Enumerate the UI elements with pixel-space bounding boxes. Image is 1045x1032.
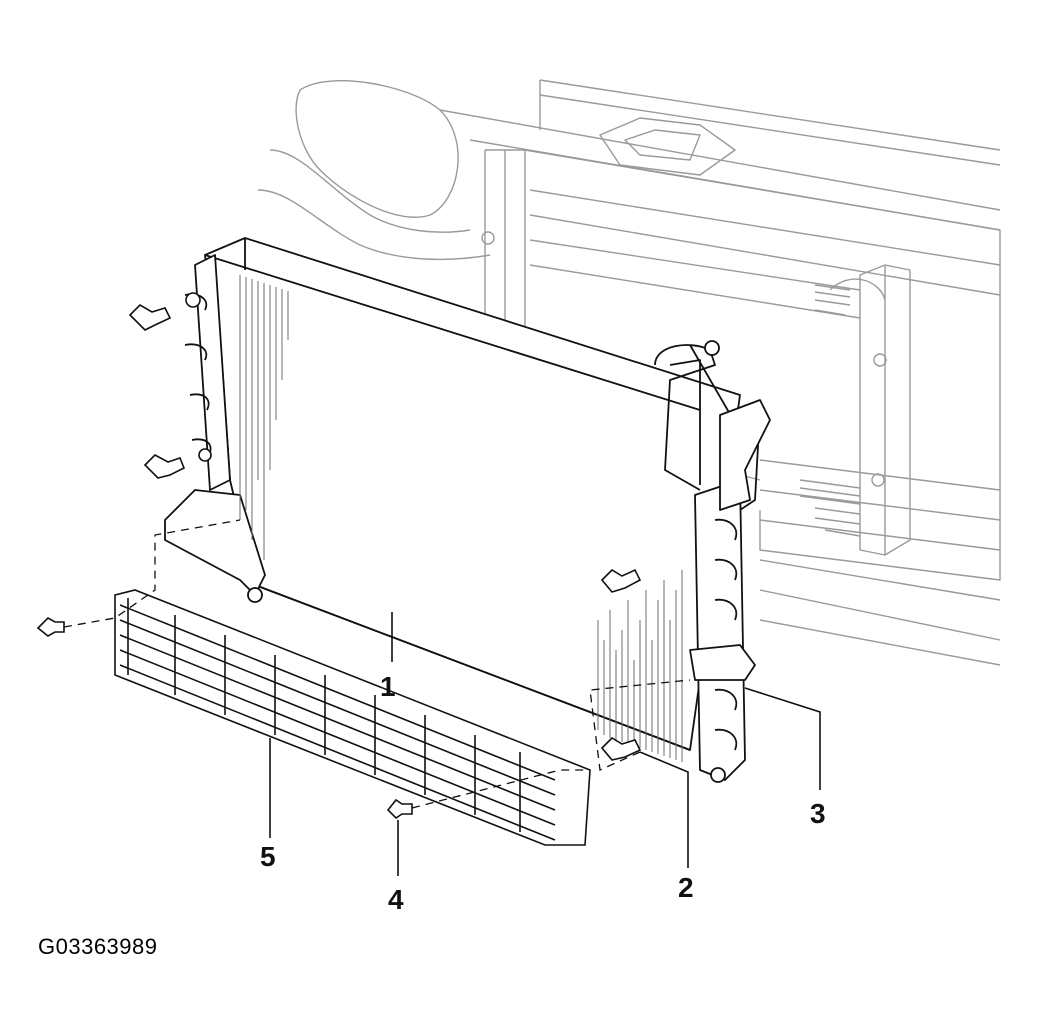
- callout-5: 5: [260, 841, 276, 872]
- left-tank: [194, 254, 231, 491]
- lower-grille-panel: [114, 589, 591, 846]
- callout-4: 4: [388, 884, 404, 915]
- right-tank: [694, 479, 746, 781]
- right-upper-bracket: [719, 399, 771, 511]
- callout-3: 3: [810, 798, 826, 829]
- hood-latch-outline: [599, 117, 736, 176]
- callout-1: 1: [380, 671, 396, 702]
- condenser-fin-hatching: [239, 275, 683, 762]
- bolt-icon: [143, 448, 212, 479]
- leader-3: [744, 687, 821, 790]
- headlamp-outline: [295, 80, 459, 218]
- clip-icon: [36, 617, 65, 637]
- condenser: [164, 237, 771, 783]
- figure-id-label: G03363989: [38, 934, 158, 959]
- label-plate-lower: [799, 479, 861, 537]
- bolt-icon: [600, 736, 642, 761]
- radiator-support-panel: [485, 149, 1001, 581]
- label-plate-upper: [814, 284, 851, 316]
- clip-icon: [386, 798, 413, 820]
- leader-2: [639, 751, 689, 868]
- callout-leader-lines: [269, 612, 821, 876]
- bolt-icon: [600, 568, 642, 593]
- callout-2: 2: [678, 872, 694, 903]
- fastener-alignment-lines: [63, 519, 691, 809]
- bolt-icon: [128, 292, 201, 331]
